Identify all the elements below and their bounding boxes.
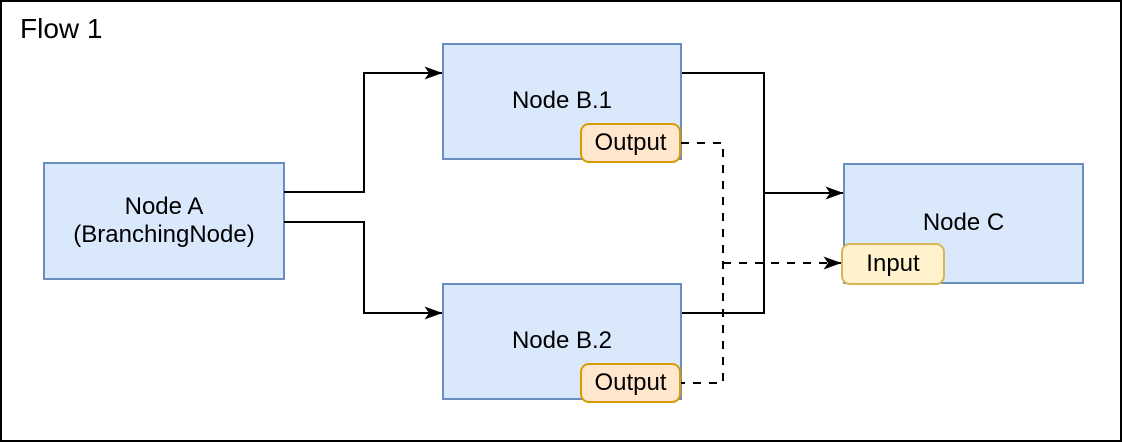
edge-nodeb1-nodeb2-merge[interactable] bbox=[682, 72, 765, 314]
node-b1-label: Node B.1 bbox=[511, 87, 613, 115]
flow-title: Flow 1 bbox=[20, 13, 103, 44]
edge-nodea-to-nodeb2[interactable] bbox=[284, 221, 443, 320]
node-b1[interactable]: Node B.1 bbox=[442, 43, 682, 160]
node-b2-output-port[interactable]: Output bbox=[580, 363, 681, 403]
node-b2-label: Node B.2 bbox=[511, 327, 613, 355]
node-c-input-port[interactable]: Input bbox=[841, 243, 945, 285]
edge-nodea-to-nodeb1[interactable] bbox=[284, 66, 443, 193]
node-b1-output-port[interactable]: Output bbox=[580, 123, 681, 163]
node-a[interactable]: Node A (BranchingNode) bbox=[43, 162, 285, 280]
node-a-label: Node A (BranchingNode) bbox=[73, 192, 255, 248]
edge-output-b1-output-b2-merge[interactable] bbox=[681, 142, 724, 384]
node-c-label: Node C bbox=[922, 209, 1005, 237]
